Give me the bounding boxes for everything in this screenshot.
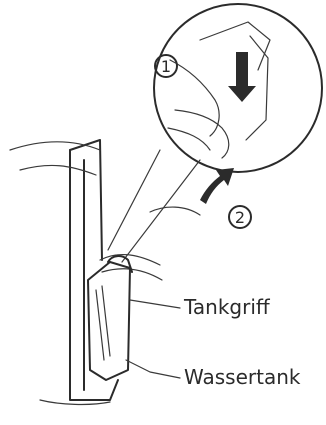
- detail-finger-2: [168, 128, 210, 150]
- tank-leader-line: [126, 360, 180, 378]
- tank-shading-2: [102, 286, 110, 356]
- tank-shading-1: [96, 290, 104, 360]
- down-arrow-icon: [228, 52, 256, 102]
- water-tank: [88, 256, 132, 380]
- tank-label: Wassertank: [184, 365, 301, 389]
- magnifier-guide-line-1: [108, 150, 160, 250]
- arm-line-1: [10, 142, 100, 150]
- step-1-number: 1: [161, 57, 171, 76]
- detail-tank-edge: [200, 22, 270, 70]
- water-tank-outline: [88, 262, 130, 380]
- detail-hand-outline: [170, 60, 219, 136]
- magnifier-guide-line-2: [122, 160, 200, 262]
- step-2-number: 2: [235, 208, 245, 227]
- appliance-top-edge: [70, 140, 102, 260]
- appliance-body: [40, 140, 118, 404]
- hand-lift-line: [150, 207, 200, 215]
- up-arrow-icon: [200, 168, 234, 204]
- reaching-hand: [10, 142, 200, 280]
- detail-magnifier: 1: [154, 4, 322, 172]
- grip-leader-line: [130, 300, 180, 308]
- grip-label: Tankgriff: [183, 295, 271, 319]
